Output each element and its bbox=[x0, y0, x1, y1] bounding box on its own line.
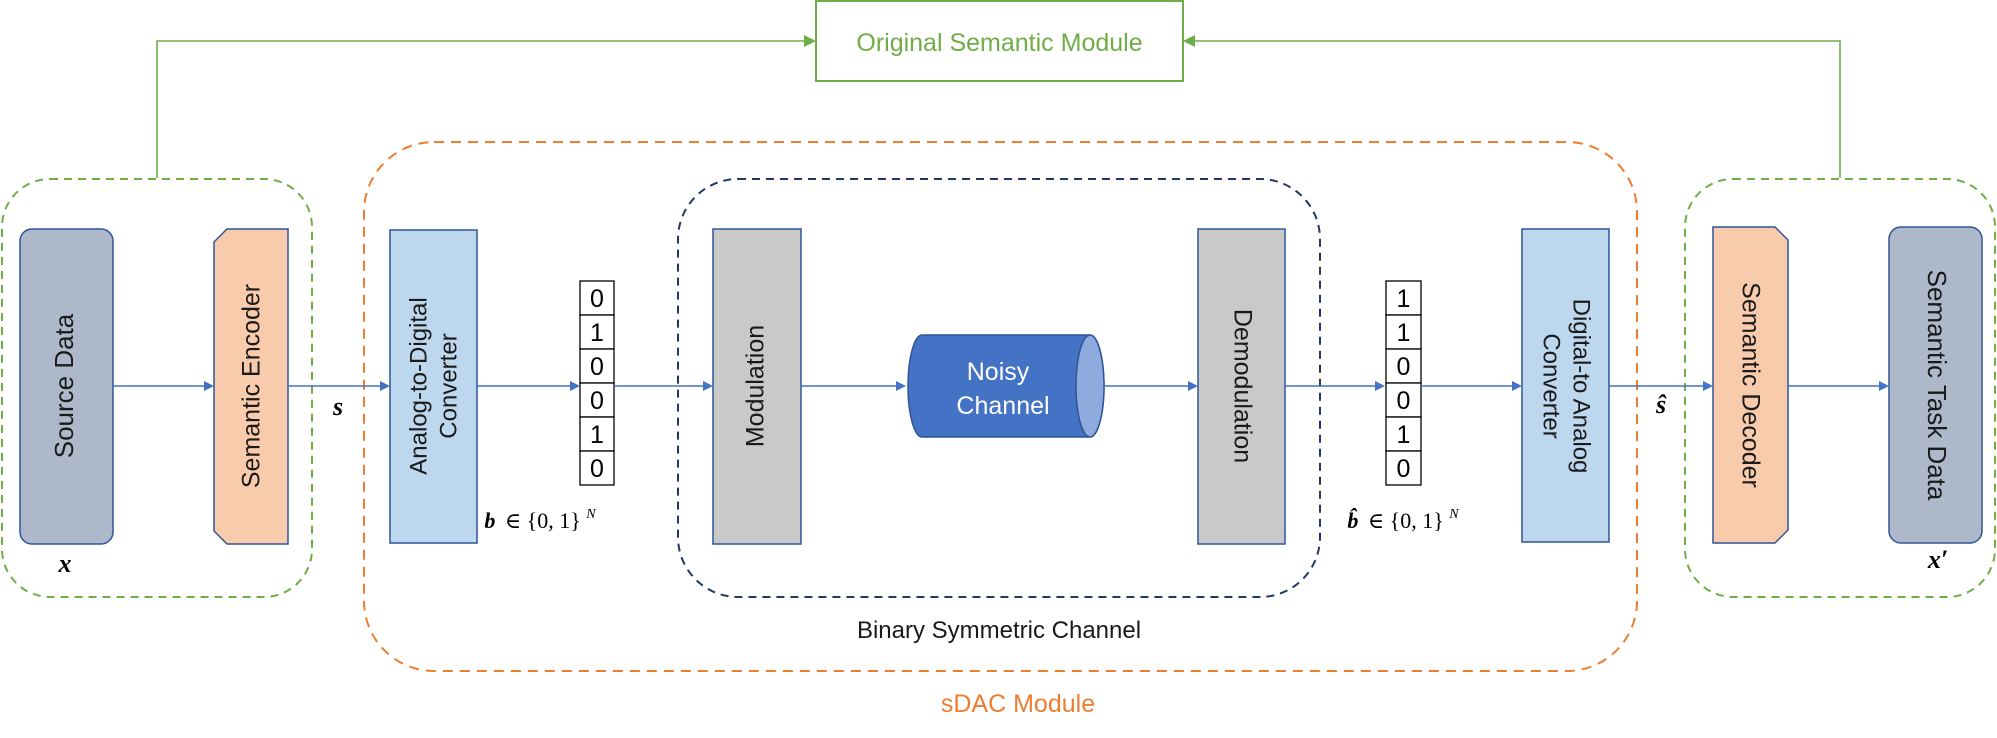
modulation-block: Modulation bbox=[712, 228, 802, 545]
original-semantic-module: Original Semantic Module bbox=[815, 0, 1184, 82]
original-semantic-module-label: Original Semantic Module bbox=[856, 29, 1142, 57]
bit-value: 0 bbox=[590, 455, 604, 483]
bit-cell bbox=[579, 450, 615, 486]
sdac-module-boundary bbox=[363, 141, 1638, 672]
bit-cell bbox=[1385, 382, 1422, 418]
semantic-task-data-label: Semantic Task Data bbox=[1922, 270, 1952, 501]
original-semantic-module-box bbox=[815, 0, 1184, 82]
svg-text:b̂ ∈ {0, 1} N: b̂ ∈ {0, 1} N bbox=[1347, 507, 1459, 533]
bit-value: 0 bbox=[590, 285, 604, 313]
adc-block: Analog-to-Digital Converter bbox=[389, 229, 478, 544]
bit-value: 0 bbox=[1397, 455, 1411, 483]
bit-value: 0 bbox=[590, 353, 604, 381]
bit-value: 0 bbox=[590, 387, 604, 415]
noisy-channel-cylinder: Noisy Channel bbox=[907, 334, 1105, 438]
adc-label-line2: Converter bbox=[435, 333, 462, 438]
encoder-to-original-line bbox=[156, 35, 816, 178]
symbol-b-hat: b̂ bbox=[1347, 508, 1358, 533]
noisy-channel-label-line1: Noisy bbox=[967, 358, 1030, 386]
bit-cell bbox=[579, 382, 615, 418]
symbol-b-set-exp: N bbox=[585, 507, 596, 522]
symbol-x: x bbox=[58, 549, 72, 578]
decoder-to-original-line bbox=[1183, 35, 1841, 178]
bit-cell bbox=[1385, 450, 1422, 486]
symbol-s-hat: ŝ bbox=[1655, 390, 1667, 419]
symbol-x-prime: x′ bbox=[1927, 545, 1948, 574]
demodulation-block: Demodulation bbox=[1197, 228, 1286, 545]
semantic-decoder-block: Semantic Decoder bbox=[1712, 226, 1789, 544]
symbol-bhat-set: b̂ ∈ {0, 1} N bbox=[1347, 507, 1459, 533]
semantic-task-data-block: Semantic Task Data bbox=[1888, 226, 1983, 544]
encoder-group-boundary bbox=[1, 178, 313, 598]
symbol-b-set: b ∈ {0, 1} N bbox=[484, 507, 596, 533]
bsc-label: Binary Symmetric Channel bbox=[857, 617, 1141, 644]
dac-label-line1: Digital-to Analog bbox=[1568, 299, 1595, 474]
symbol-b: b bbox=[484, 508, 495, 533]
bit-value: 1 bbox=[1397, 421, 1411, 449]
bit-cell bbox=[579, 314, 615, 350]
bit-value: 1 bbox=[1397, 285, 1411, 313]
symbol-b-set-expr: ∈ {0, 1} bbox=[505, 508, 581, 533]
bit-value: 0 bbox=[1397, 353, 1411, 381]
svg-text:b ∈ {0, 1} N: b ∈ {0, 1} N bbox=[484, 507, 596, 533]
input-bit-register: 0 1 0 0 1 0 bbox=[579, 280, 615, 486]
semantic-encoder-label: Semantic Encoder bbox=[238, 284, 266, 488]
demodulation-label: Demodulation bbox=[1228, 309, 1256, 463]
semantic-encoder-block: Semantic Encoder bbox=[213, 228, 289, 545]
symbol-bhat-set-exp: N bbox=[1448, 507, 1459, 522]
bit-cell bbox=[1385, 416, 1422, 452]
bit-value: 0 bbox=[1397, 387, 1411, 415]
modulation-label: Modulation bbox=[742, 325, 770, 447]
dac-label-line2: Converter bbox=[1538, 333, 1565, 438]
dac-block: Digital-to Analog Converter bbox=[1521, 228, 1610, 543]
bit-cell bbox=[579, 348, 615, 384]
bit-value: 1 bbox=[1397, 319, 1411, 347]
bit-value: 1 bbox=[590, 421, 604, 449]
source-data-block: Source Data bbox=[19, 228, 114, 545]
symbol-bhat-set-expr: ∈ {0, 1} bbox=[1368, 508, 1444, 533]
semantic-decoder-label: Semantic Decoder bbox=[1736, 282, 1764, 488]
symbol-s: s bbox=[332, 392, 343, 421]
decoder-group-boundary bbox=[1684, 178, 1996, 598]
output-bit-register: 1 1 0 0 1 0 bbox=[1385, 280, 1422, 486]
sdac-module-label: sDAC Module bbox=[941, 690, 1095, 718]
noisy-channel-label-line2: Channel bbox=[956, 392, 1049, 420]
adc-label-line1: Analog-to-Digital bbox=[405, 297, 432, 474]
source-data-label: Source Data bbox=[49, 313, 79, 458]
bit-value: 1 bbox=[590, 319, 604, 347]
